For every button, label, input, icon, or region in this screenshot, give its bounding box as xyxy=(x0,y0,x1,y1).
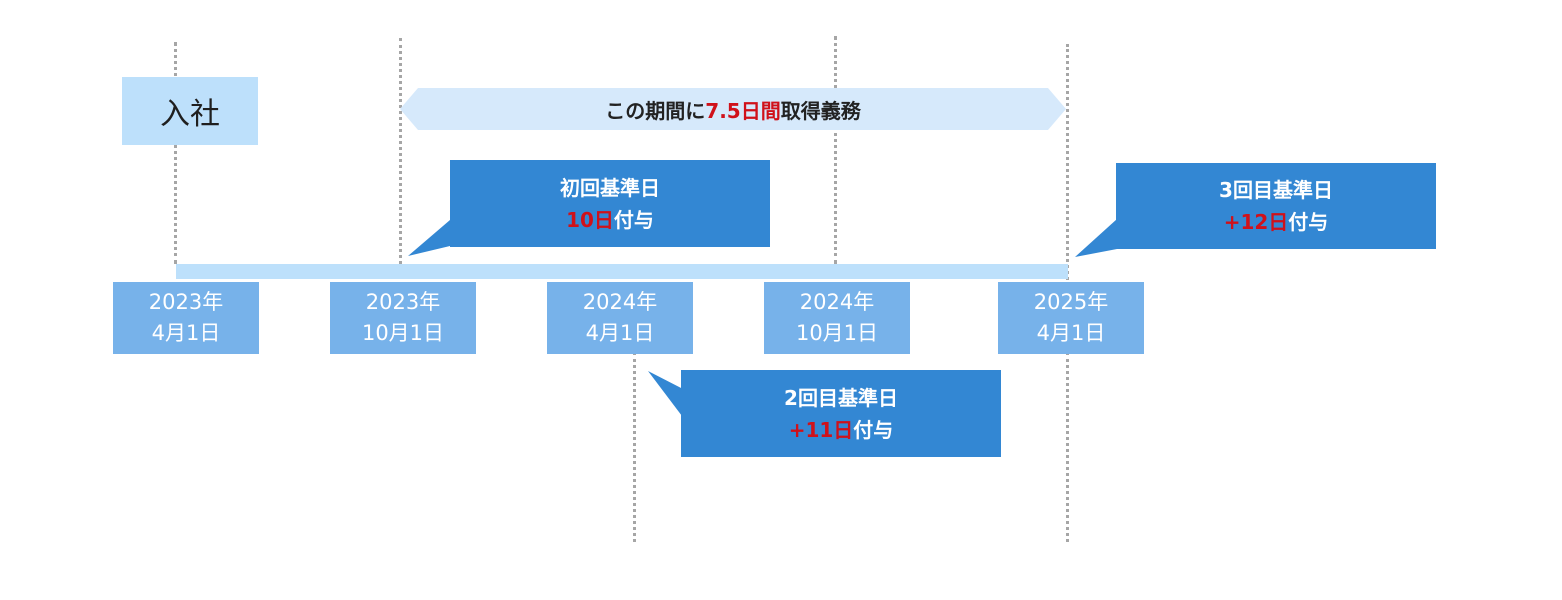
date-box-2024-10-01: 2024年 10月1日 xyxy=(764,282,910,354)
date-box-2024-04-01: 2024年 4月1日 xyxy=(547,282,693,354)
callout-3-title: 3回目基準日 xyxy=(1219,178,1333,202)
join-company-label: 入社 xyxy=(122,77,258,145)
callout-2-days: +11日 xyxy=(788,417,854,442)
period-days-highlight: 7.5日間 xyxy=(705,98,781,123)
callout-1-suffix: 付与 xyxy=(613,207,654,232)
date-year: 2023年 xyxy=(148,290,224,314)
callout-3-detail: +12日付与 xyxy=(1224,206,1329,238)
callout-1-days: 10日 xyxy=(566,207,614,232)
callout-2-detail: +11日付与 xyxy=(789,414,894,446)
double-arrow-shape xyxy=(400,88,1066,130)
period-prefix: この期間に xyxy=(605,98,706,123)
date-day: 4月1日 xyxy=(585,321,655,345)
date-year: 2025年 xyxy=(1033,290,1109,314)
callout-third-grant: 3回目基準日 +12日付与 xyxy=(1116,163,1436,249)
guide-line-2024-04 xyxy=(633,352,636,542)
callout-second-grant: 2回目基準日 +11日付与 xyxy=(681,370,1001,457)
date-box-2025-04-01: 2025年 4月1日 xyxy=(998,282,1144,354)
date-day: 10月1日 xyxy=(795,321,879,345)
join-label-text: 入社 xyxy=(160,97,220,132)
date-box-2023-10-01: 2023年 10月1日 xyxy=(330,282,476,354)
date-day: 10月1日 xyxy=(361,321,445,345)
period-suffix: 取得義務 xyxy=(780,98,861,123)
date-year: 2024年 xyxy=(799,290,875,314)
date-box-2023-04-01: 2023年 4月1日 xyxy=(113,282,259,354)
date-year: 2024年 xyxy=(582,290,658,314)
callout-1-detail: 10日付与 xyxy=(566,204,654,236)
guide-line-2024-10 xyxy=(834,36,837,264)
date-day: 4月1日 xyxy=(151,321,221,345)
guide-line-2023-04 xyxy=(174,42,177,264)
guide-line-2025-04-upper xyxy=(1066,44,1069,280)
callout-3-pointer xyxy=(1075,219,1117,257)
date-day: 4月1日 xyxy=(1036,321,1106,345)
callout-2-pointer xyxy=(648,371,685,420)
guide-line-2023-10 xyxy=(399,38,402,264)
callout-first-grant: 初回基準日 10日付与 xyxy=(450,160,770,247)
callout-2-suffix: 付与 xyxy=(853,417,894,442)
timeline-bar xyxy=(176,264,1068,279)
date-year: 2023年 xyxy=(365,290,441,314)
guide-line-2025-04-lower xyxy=(1066,352,1069,542)
callout-1-pointer xyxy=(408,220,450,256)
callout-3-suffix: 付与 xyxy=(1288,210,1329,234)
callout-1-title: 初回基準日 xyxy=(560,175,660,200)
callout-3-days: +12日 xyxy=(1223,210,1289,234)
callout-2-title: 2回目基準日 xyxy=(784,385,898,410)
